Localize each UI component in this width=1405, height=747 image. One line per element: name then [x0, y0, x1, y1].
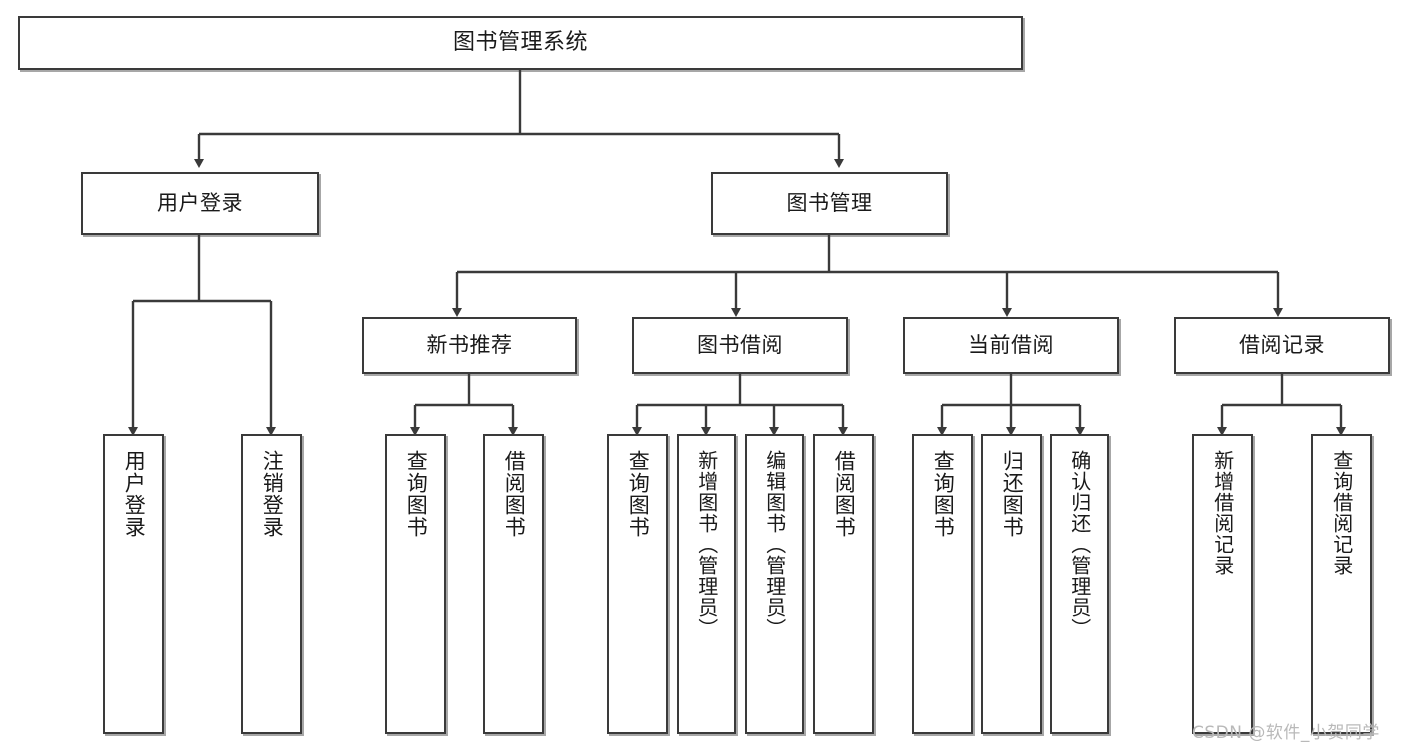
node-label: 借阅图书: [502, 450, 527, 538]
node-borrow-record[interactable]: 借阅记录: [1174, 317, 1390, 374]
leaf-borrow-book-recommend[interactable]: 借阅图书: [483, 434, 544, 734]
node-label: 注销登录: [260, 450, 285, 538]
watermark-credit: CSDN @软件_小贺同学: [1192, 723, 1380, 743]
node-label: 新增借阅记录: [1210, 450, 1235, 576]
leaf-user-login[interactable]: 用户登录: [103, 434, 164, 734]
node-label: 归还图书: [1000, 450, 1025, 538]
node-label: 查询图书: [931, 450, 956, 538]
leaf-query-book-recommend[interactable]: 查询图书: [385, 434, 446, 734]
leaf-logout[interactable]: 注销登录: [241, 434, 302, 734]
leaf-borrow-book-borrow[interactable]: 借阅图书: [813, 434, 874, 734]
node-label: 用户登录: [122, 450, 147, 538]
node-label: 图书借阅: [697, 333, 783, 358]
leaf-query-borrow-record[interactable]: 查询借阅记录: [1311, 434, 1372, 734]
leaf-add-borrow-record[interactable]: 新增借阅记录: [1192, 434, 1253, 734]
node-label: 查询图书: [404, 450, 429, 538]
leaf-return-book[interactable]: 归还图书: [981, 434, 1042, 734]
leaf-edit-book-admin[interactable]: 编辑图书（管理员）: [745, 434, 804, 734]
node-label: 新书推荐: [426, 333, 513, 358]
node-book-borrow[interactable]: 图书借阅: [632, 317, 848, 374]
node-book-management[interactable]: 图书管理: [711, 172, 948, 235]
node-label: 查询借阅记录: [1329, 450, 1354, 576]
node-label: 图书管理: [786, 191, 873, 216]
node-new-book-recommendation[interactable]: 新书推荐: [362, 317, 577, 374]
node-label: 新增图书（管理员）: [694, 450, 719, 639]
node-label: 当前借阅: [968, 333, 1054, 358]
leaf-query-book-current[interactable]: 查询图书: [912, 434, 973, 734]
node-label: 用户登录: [157, 191, 243, 216]
node-label: 图书管理系统: [452, 30, 588, 56]
node-user-login[interactable]: 用户登录: [81, 172, 319, 235]
leaf-add-book-admin[interactable]: 新增图书（管理员）: [677, 434, 736, 734]
node-current-borrow[interactable]: 当前借阅: [903, 317, 1119, 374]
node-label: 借阅记录: [1239, 333, 1325, 358]
node-label: 编辑图书（管理员）: [762, 450, 787, 639]
leaf-confirm-return-admin[interactable]: 确认归还（管理员）: [1050, 434, 1109, 734]
node-label: 借阅图书: [832, 450, 857, 538]
node-root-system[interactable]: 图书管理系统: [18, 16, 1023, 70]
node-label: 确认归还（管理员）: [1067, 450, 1092, 639]
node-label: 查询图书: [626, 450, 651, 538]
leaf-query-book-borrow[interactable]: 查询图书: [607, 434, 668, 734]
